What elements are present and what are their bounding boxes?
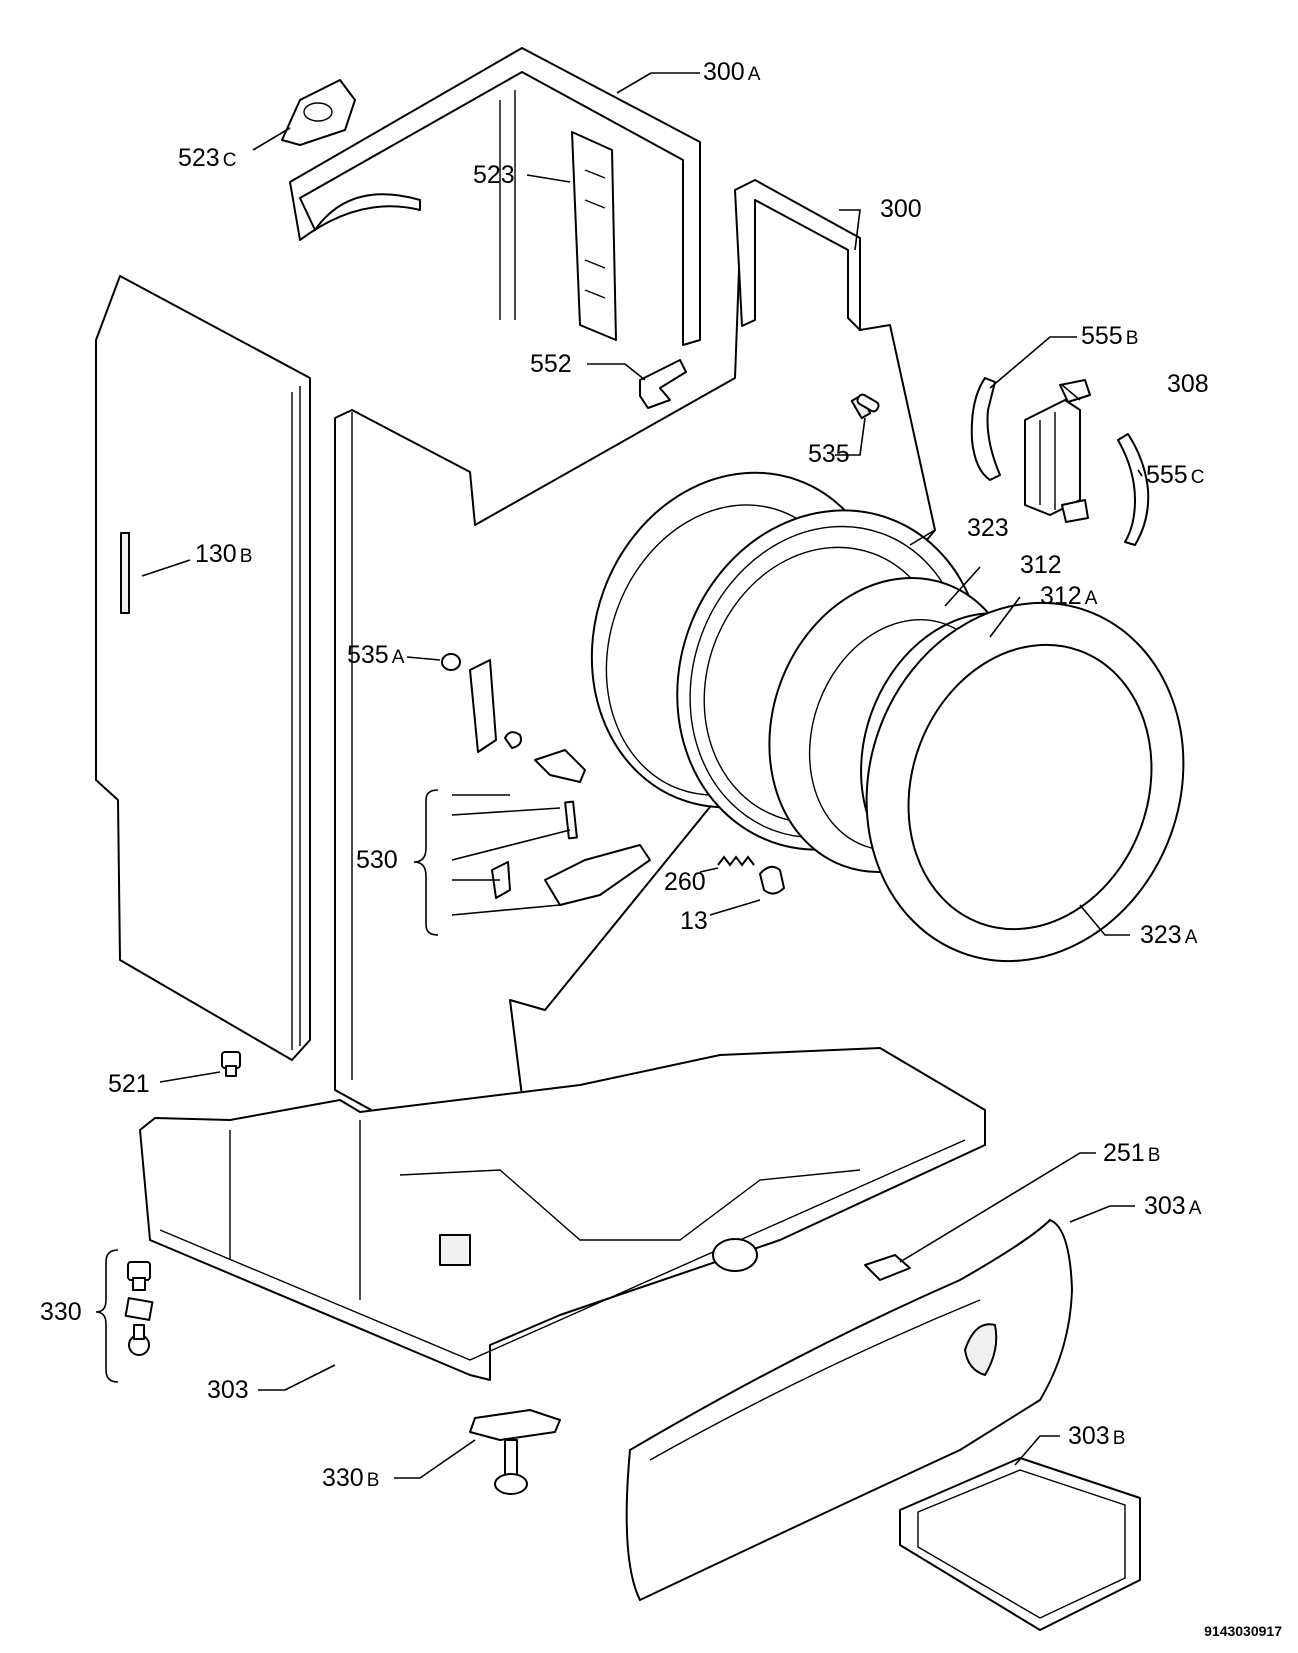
callout-13: 13 <box>680 907 708 935</box>
callout-530: 530 <box>356 846 398 874</box>
adjustable-foot-330b <box>469 1409 561 1495</box>
callout-308: 308 <box>1167 370 1209 398</box>
callout-521: 521 <box>108 1070 150 1098</box>
part-251b <box>864 1254 911 1281</box>
hinge-part-308 <box>1024 379 1091 523</box>
callout-260: 260 <box>664 868 706 896</box>
callout-535: 535 <box>808 440 850 468</box>
top-frame-part <box>289 47 701 346</box>
callout-330: 330 <box>40 1298 82 1326</box>
callout-552: 552 <box>530 350 572 378</box>
callout-303: 303 <box>207 1376 249 1404</box>
bracket-part-523 <box>571 131 617 341</box>
plinth-303a <box>625 1219 1073 1601</box>
service-flap-303b <box>899 1457 1141 1631</box>
screw-part-521 <box>221 1051 241 1077</box>
leader-lines <box>95 72 1143 1479</box>
clip-part-552 <box>639 359 687 409</box>
base-frame-303 <box>139 1047 986 1381</box>
foot-parts-330 <box>124 1261 154 1356</box>
callout-523: 523 <box>473 161 515 189</box>
clip-part-523c <box>281 79 356 146</box>
hinge-plate-555b <box>970 377 1001 481</box>
hinge-plate-555c <box>1117 433 1150 546</box>
document-number: 9143030917 <box>1204 1623 1282 1639</box>
plug-part-535a <box>441 653 461 671</box>
spring-part-260 <box>717 855 755 867</box>
side-panel-130b <box>95 275 311 1061</box>
pin-part-535 <box>856 393 880 413</box>
callout-323: 323 <box>967 514 1009 542</box>
callout-300: 300 <box>880 195 922 223</box>
callout-312: 312 <box>1020 551 1062 579</box>
door-ring-323a <box>865 601 1185 963</box>
lock-assembly-530 <box>469 659 651 906</box>
cap-part-13 <box>759 865 785 895</box>
